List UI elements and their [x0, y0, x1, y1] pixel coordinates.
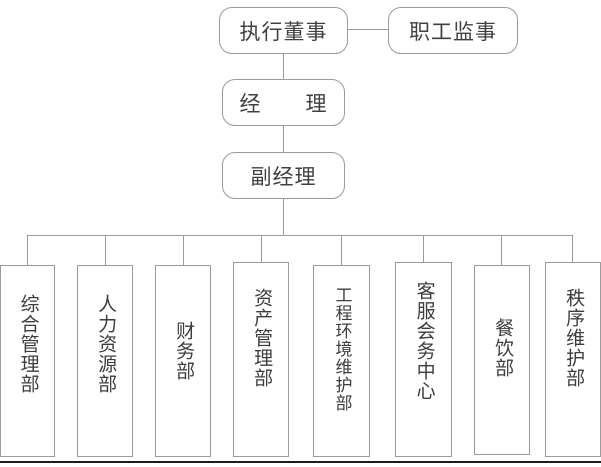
node-staff-supervisor[interactable]: 职工监事: [388, 7, 518, 54]
connector-drop-5: [341, 235, 342, 265]
connector-drop-2: [105, 235, 106, 265]
connector-bus-bar: [27, 235, 573, 236]
connector-drop-8: [572, 235, 573, 265]
node-manager[interactable]: 经 理: [222, 79, 345, 126]
node-staff-supervisor-label: 职工监事: [409, 19, 497, 44]
connector-drop-4: [261, 235, 262, 265]
node-dept-human-resources[interactable]: 人力资源部: [77, 265, 133, 457]
node-dept-asset-management[interactable]: 资产管理部: [233, 262, 289, 457]
node-manager-label: 经 理: [239, 91, 328, 116]
node-dept-catering[interactable]: 餐饮部: [474, 265, 530, 455]
connector-drop-1: [27, 235, 28, 265]
connector-deputy-to-bus: [283, 198, 284, 235]
node-dept-general-admin[interactable]: 综合管理部: [0, 265, 55, 457]
footer-rule: [0, 461, 601, 463]
node-exec-director[interactable]: 执行董事: [219, 7, 348, 54]
connector-exec-to-supervisor: [348, 29, 388, 30]
connector-manager-to-deputy: [283, 125, 284, 153]
node-dept-asset-management-label: 资产管理部: [251, 288, 273, 388]
node-deputy-manager[interactable]: 副经理: [222, 152, 345, 199]
node-dept-customer-service[interactable]: 客服会务中心: [395, 262, 452, 457]
connector-drop-3: [183, 235, 184, 265]
node-dept-engineering-environment-label: 工程环境维护部: [332, 286, 352, 412]
node-dept-general-admin-label: 综合管理部: [17, 294, 39, 394]
node-dept-human-resources-label: 人力资源部: [95, 294, 117, 394]
node-dept-order-maintenance-label: 秩序维护部: [563, 288, 585, 388]
node-dept-order-maintenance[interactable]: 秩序维护部: [545, 262, 601, 457]
connector-drop-6: [423, 235, 424, 265]
node-dept-engineering-environment[interactable]: 工程环境维护部: [313, 265, 370, 457]
connector-drop-7: [501, 235, 502, 265]
node-deputy-manager-label: 副经理: [250, 164, 317, 189]
node-dept-finance-label: 财务部: [173, 321, 195, 381]
node-dept-catering-label: 餐饮部: [492, 318, 514, 378]
connector-exec-to-manager: [283, 53, 284, 80]
node-dept-finance[interactable]: 财务部: [155, 265, 211, 457]
node-dept-customer-service-label: 客服会务中心: [413, 281, 435, 401]
node-exec-director-label: 执行董事: [239, 19, 328, 44]
